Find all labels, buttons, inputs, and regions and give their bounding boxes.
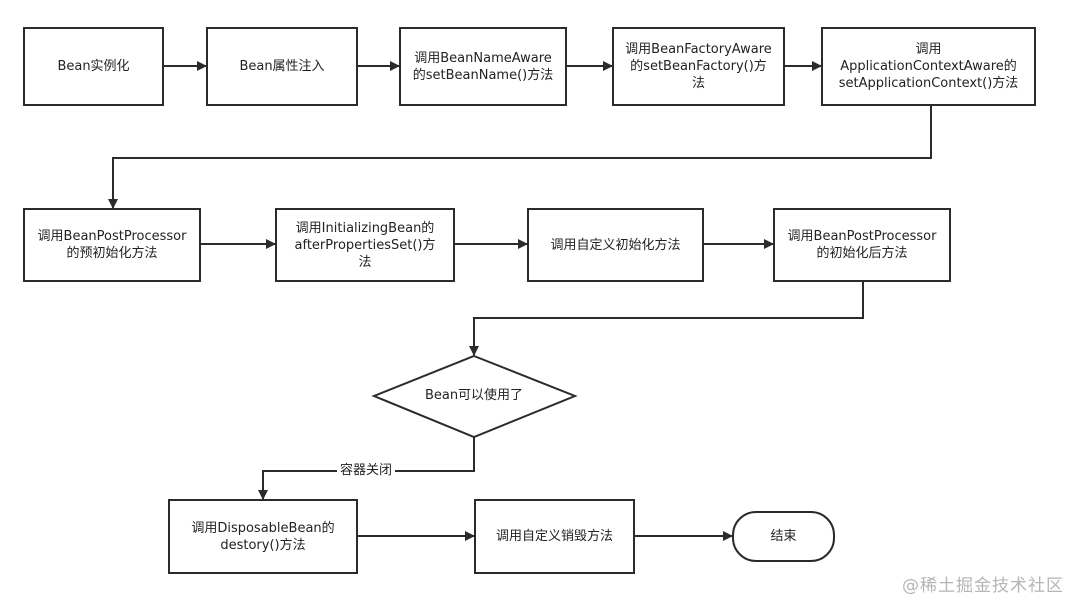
node-bean-instantiate: Bean实例化: [23, 27, 164, 106]
decision-diamond: [371, 354, 578, 439]
edge-n5-n6: [108, 106, 932, 209]
watermark: @稀土掘金技术社区: [902, 576, 1064, 596]
node-post-processor-after: 调用BeanPostProcessor 的初始化后方法: [773, 208, 951, 282]
node-bean-name-aware: 调用BeanNameAware 的setBeanName()方法: [399, 27, 567, 106]
node-post-processor-before: 调用BeanPostProcessor 的预初始化方法: [23, 208, 201, 282]
node-initializing-bean: 调用InitializingBean的 afterPropertiesSet()…: [275, 208, 455, 282]
node-custom-destroy: 调用自定义销毁方法: [474, 499, 635, 574]
node-bean-property-inject: Bean属性注入: [206, 27, 358, 106]
edge-label-container-close: 容器关闭: [337, 463, 396, 479]
edge-n9-decision: [469, 281, 864, 356]
decision-label: Bean可以使用了: [424, 388, 524, 403]
node-custom-init: 调用自定义初始化方法: [527, 208, 704, 282]
node-application-context-aware: 调用 ApplicationContextAware的 setApplicati…: [821, 27, 1036, 106]
node-end: 结束: [732, 511, 835, 562]
node-bean-factory-aware: 调用BeanFactoryAware 的setBeanFactory()方 法: [612, 27, 785, 106]
node-disposable-bean: 调用DisposableBean的 destory()方法: [168, 499, 358, 574]
